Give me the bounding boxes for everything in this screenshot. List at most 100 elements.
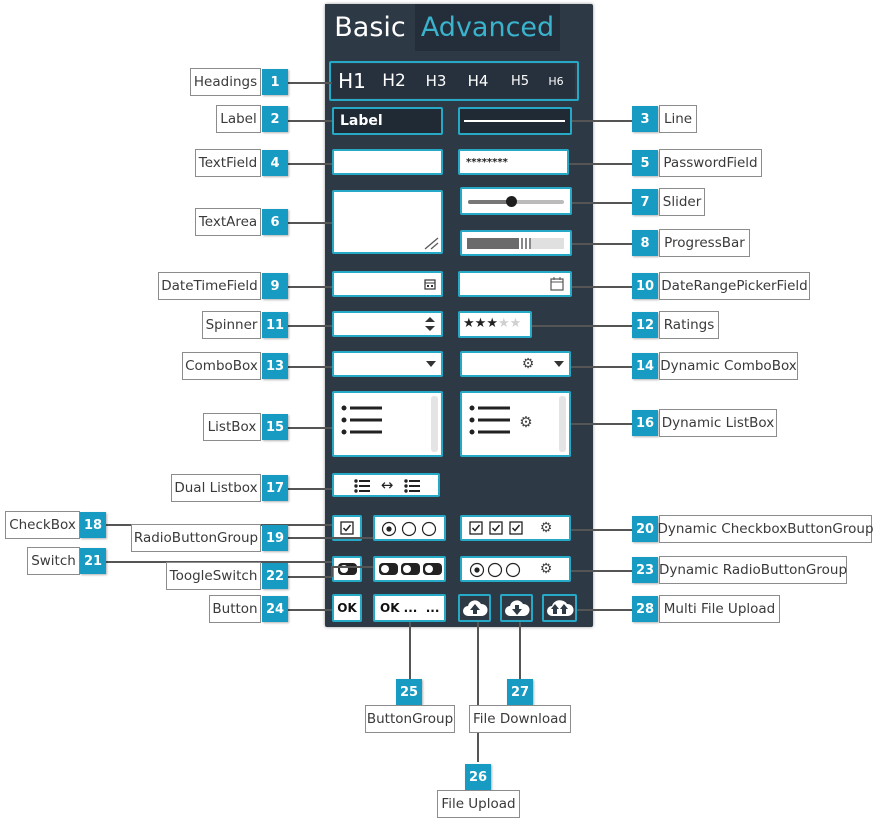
callout-number-21: 21 — [80, 548, 106, 574]
callout-label-file-upload: File Upload — [437, 790, 520, 818]
calendar-icon[interactable] — [550, 277, 564, 291]
file-upload-widget[interactable] — [458, 594, 491, 622]
callout-number-12: 12 — [632, 312, 658, 338]
textarea-widget[interactable] — [332, 190, 443, 254]
star-icon[interactable]: ★ — [497, 316, 510, 331]
connector-line — [288, 366, 332, 368]
connector-line — [572, 243, 632, 245]
callout-number-17: 17 — [262, 475, 288, 501]
button-widget[interactable]: OK — [332, 594, 362, 622]
heading-h5[interactable]: H5 — [499, 64, 541, 98]
heading-h3[interactable]: H3 — [415, 64, 457, 98]
checkbox-icon — [469, 521, 523, 535]
cloud-download-icon — [505, 600, 530, 616]
connector-line — [477, 622, 479, 762]
callout-label-dynamic-combobox: Dynamic ComboBox — [659, 352, 798, 380]
radiobuttongroup-widget[interactable] — [373, 515, 446, 541]
listbox-widget[interactable] — [332, 391, 443, 457]
connector-line — [288, 222, 332, 224]
line-widget[interactable] — [458, 107, 572, 135]
slider-knob[interactable] — [506, 196, 518, 207]
passwordfield-widget[interactable]: ******** — [458, 149, 569, 175]
heading-h1[interactable]: H1 — [331, 64, 373, 98]
list-icon — [404, 479, 420, 493]
star-icon[interactable]: ★ — [486, 316, 498, 331]
textfield-widget[interactable] — [332, 149, 443, 175]
spinner-widget[interactable] — [332, 311, 443, 337]
callout-number-16: 16 — [632, 410, 658, 436]
callout-number-19: 19 — [262, 525, 288, 551]
dropdown-arrow-icon[interactable] — [426, 361, 436, 367]
progress-stripes — [519, 238, 531, 249]
progressbar-widget — [460, 230, 572, 256]
tab-advanced[interactable]: Advanced — [415, 4, 560, 51]
callout-label-textfield: TextField — [195, 149, 261, 177]
buttongroup-widget[interactable]: OK ... ... — [373, 594, 446, 622]
callout-label-spinner: Spinner — [202, 311, 261, 339]
dynamic-checkboxbuttongroup-widget[interactable]: ⚙ — [460, 515, 571, 541]
toogleswitch-widget[interactable] — [373, 556, 446, 582]
datetimefield-widget[interactable] — [332, 271, 443, 297]
callout-number-4: 4 — [262, 150, 288, 176]
toggle-icon — [379, 563, 398, 575]
connector-line — [288, 488, 332, 490]
daterangepicker-widget[interactable] — [458, 271, 572, 297]
callout-label-headings: Headings — [190, 68, 261, 96]
callout-number-24: 24 — [262, 596, 288, 622]
callout-number-18: 18 — [80, 512, 106, 538]
checkbox-widget[interactable] — [332, 515, 362, 541]
callout-label-passwordfield: PasswordField — [659, 149, 762, 177]
listbox-scrollbar[interactable] — [431, 396, 438, 452]
swap-arrows-icon: ↔ — [380, 476, 394, 494]
tab-basic[interactable]: Basic — [325, 4, 415, 51]
ratings-widget[interactable]: ★★★★★ — [458, 311, 532, 338]
toggle-icon — [338, 563, 357, 575]
star-icons: ★★★★★ — [463, 316, 521, 331]
toggle-icon — [423, 563, 442, 575]
listbox-scrollbar[interactable] — [559, 396, 566, 452]
callout-number-3: 3 — [632, 106, 658, 132]
heading-h6[interactable]: H6 — [537, 64, 575, 98]
calendar-icon[interactable] — [424, 278, 436, 290]
connector-line — [571, 366, 632, 368]
star-icon[interactable]: ★ — [474, 316, 487, 331]
label-widget[interactable]: Label — [332, 107, 443, 135]
callout-label-dynamic-listbox: Dynamic ListBox — [659, 409, 777, 437]
spinner-arrows-icon[interactable] — [424, 316, 436, 332]
dynamic-radiobuttongroup-widget[interactable]: ⚙ — [460, 556, 571, 582]
connector-line — [288, 325, 332, 327]
checkbox-icon — [340, 521, 354, 535]
callout-label-toogleswitch: ToogleSwitch — [166, 562, 261, 590]
callout-label-combobox: ComboBox — [182, 352, 261, 380]
dropdown-arrow-icon[interactable] — [554, 361, 564, 367]
dynamic-combobox-widget[interactable]: ⚙ — [460, 351, 571, 377]
callout-label-textarea: TextArea — [195, 208, 261, 236]
heading-h4[interactable]: H4 — [457, 64, 499, 98]
line-shape — [464, 120, 565, 122]
connector-line — [572, 286, 632, 288]
star-icon[interactable]: ★ — [463, 316, 475, 331]
connector-line — [572, 202, 632, 204]
dual-listbox-widget[interactable]: ↔ — [332, 473, 440, 497]
switch-widget[interactable] — [332, 556, 362, 582]
list-icon — [354, 479, 370, 493]
list-icon — [341, 405, 382, 435]
progress-fill — [467, 238, 521, 249]
file-download-widget[interactable] — [500, 594, 533, 622]
callout-number-11: 11 — [262, 312, 288, 338]
callout-label-dual-listbox: Dual Listbox — [171, 474, 261, 502]
combobox-widget[interactable] — [332, 351, 443, 377]
radio-icon — [469, 562, 521, 578]
heading-h2[interactable]: H2 — [373, 64, 415, 98]
callout-label-slider: Slider — [659, 188, 705, 216]
callout-number-8: 8 — [632, 230, 658, 256]
multi-file-upload-widget[interactable] — [542, 594, 577, 622]
callout-number-10: 10 — [632, 273, 658, 299]
dynamic-listbox-widget[interactable]: ⚙ — [460, 391, 571, 457]
slider-widget[interactable] — [460, 187, 572, 215]
connector-line — [288, 537, 373, 539]
star-icon[interactable]: ★ — [509, 316, 522, 331]
callout-number-13: 13 — [262, 353, 288, 379]
connector-line — [288, 163, 332, 165]
headings-group — [329, 61, 579, 101]
